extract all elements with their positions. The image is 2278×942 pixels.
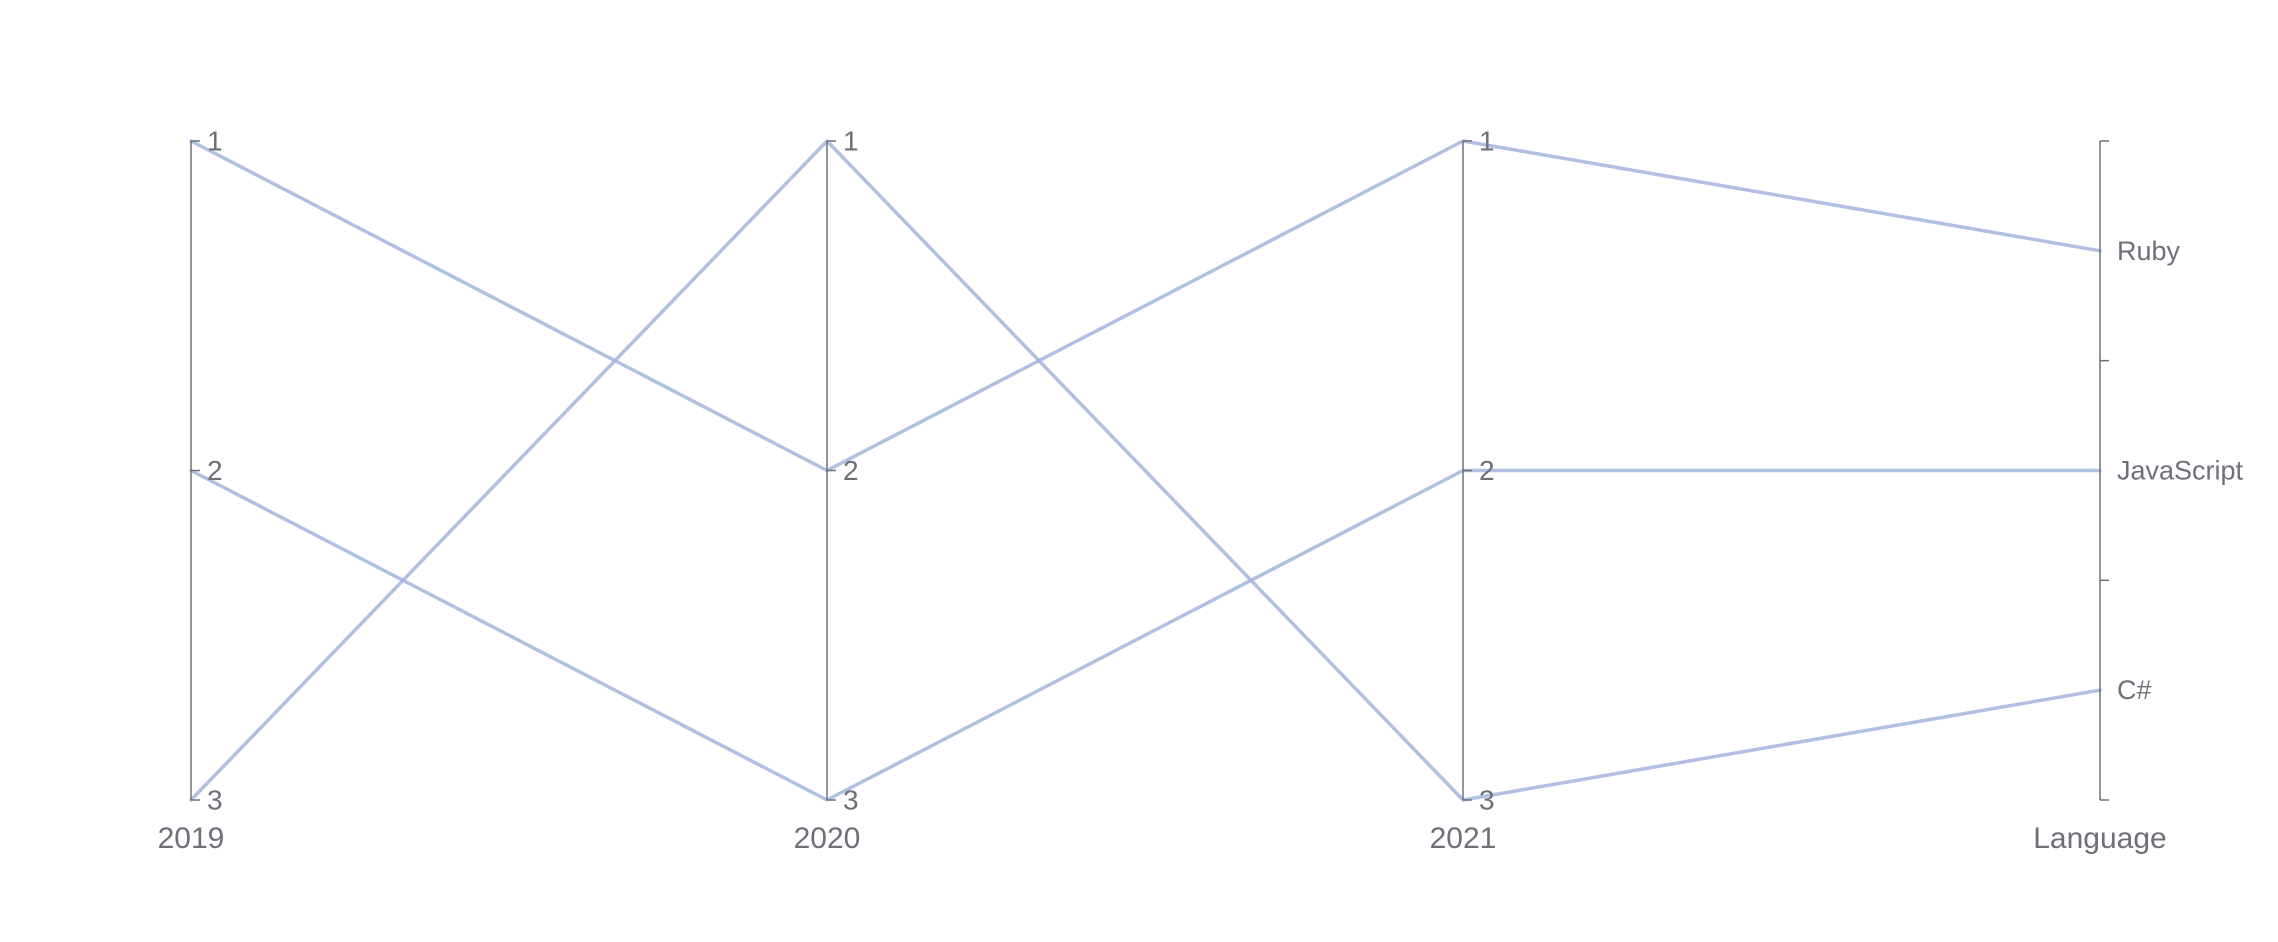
series-lines [189,139,2102,802]
tick-label: 3 [207,785,223,816]
tick-label: 1 [207,126,223,157]
category-label-javascript: JavaScript [2117,456,2244,486]
tick-label: 2 [1479,455,1495,486]
axis-2021: 1 2 3 2021 [1430,126,1497,856]
tick-label: 2 [843,455,859,486]
tick-label: 2 [207,455,223,486]
tick-label: 1 [843,126,859,157]
category-label-c: C# [2117,675,2152,705]
tick-label: 1 [1479,126,1495,157]
axis-name-2019: 2019 [158,822,225,855]
category-label-ruby: Ruby [2117,236,2181,266]
axis-name-2020: 2020 [794,822,861,855]
axis-2020: 1 2 3 2020 [794,126,861,856]
series-line-javascript[interactable] [189,468,2102,802]
axis-name-2021: 2021 [1430,822,1497,855]
axis-name-language: Language [2033,822,2166,855]
axis-2019: 1 2 3 2019 [158,126,225,856]
series-line-ruby[interactable] [189,139,2102,473]
series-line-c[interactable] [189,139,2102,802]
tick-label: 3 [843,785,859,816]
tick-label: 3 [1479,785,1495,816]
